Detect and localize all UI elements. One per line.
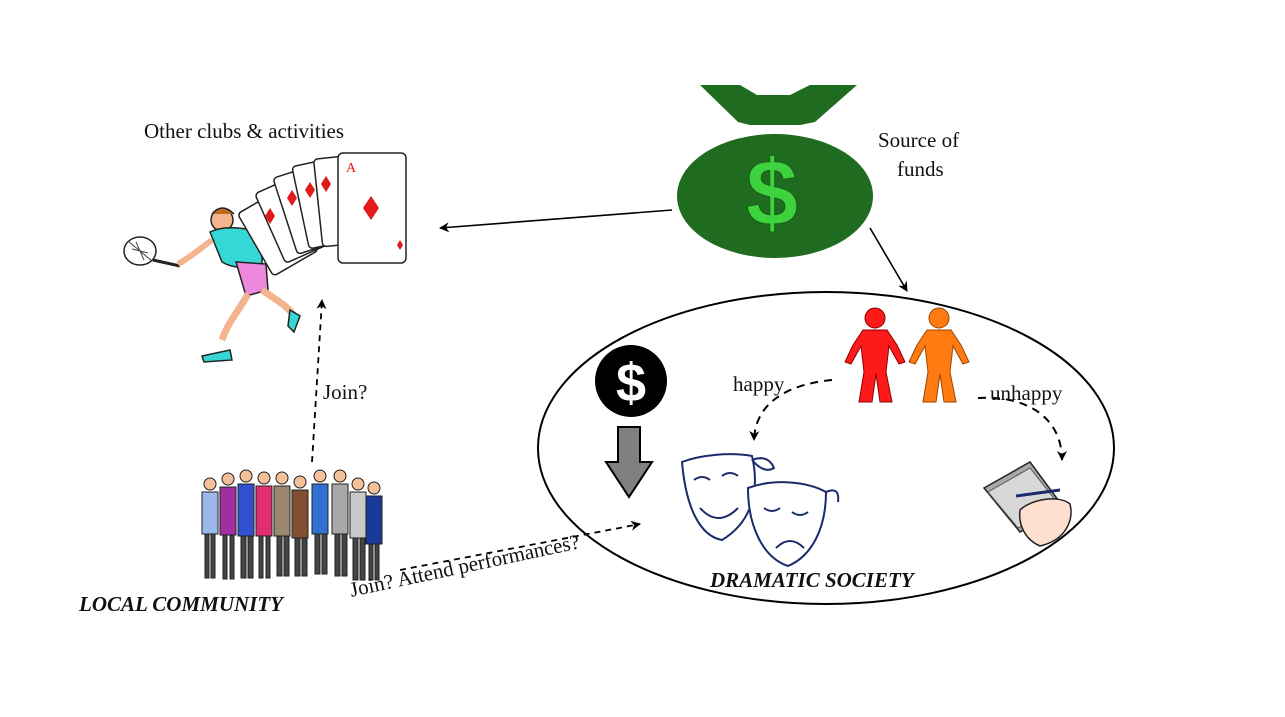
arrow-happy — [749, 379, 833, 441]
red-person-icon — [844, 307, 906, 403]
playing-cards-icon: A — [238, 152, 407, 276]
card-rank: A — [346, 161, 357, 176]
money-bag-icon: $ — [677, 85, 873, 258]
label-unhappy: unhappy — [990, 381, 1063, 405]
down-arrow-icon — [604, 426, 654, 499]
local-community-crowd-icon — [201, 469, 383, 581]
label-join-clubs: Join? — [323, 380, 368, 404]
complaint-notepad-icon — [982, 461, 1072, 547]
orange-person-icon — [908, 307, 970, 403]
arrow-community-to-clubs — [311, 299, 327, 463]
label-source-of-funds-1: Source of — [878, 128, 960, 152]
coin-icon: $ — [595, 345, 667, 417]
dramatic-society-ellipse — [537, 291, 1115, 605]
arrow-funds-to-other-clubs — [439, 209, 673, 233]
label-other-clubs: Other clubs & activities — [144, 119, 345, 143]
label-local-community: LOCAL COMMUNITY — [79, 592, 283, 616]
label-dramatic-society: DRAMATIC SOCIETY — [710, 568, 914, 592]
theatre-masks-icon — [680, 453, 840, 568]
label-source-of-funds-2: funds — [897, 157, 944, 181]
arrow-funds-to-society — [869, 227, 908, 292]
arrow-unhappy — [977, 396, 1067, 461]
coin-dollar-sign: $ — [616, 353, 646, 413]
label-happy: happy — [733, 372, 785, 396]
money-bag-dollar-sign: $ — [746, 140, 798, 245]
arrow-community-to-society — [399, 520, 641, 571]
